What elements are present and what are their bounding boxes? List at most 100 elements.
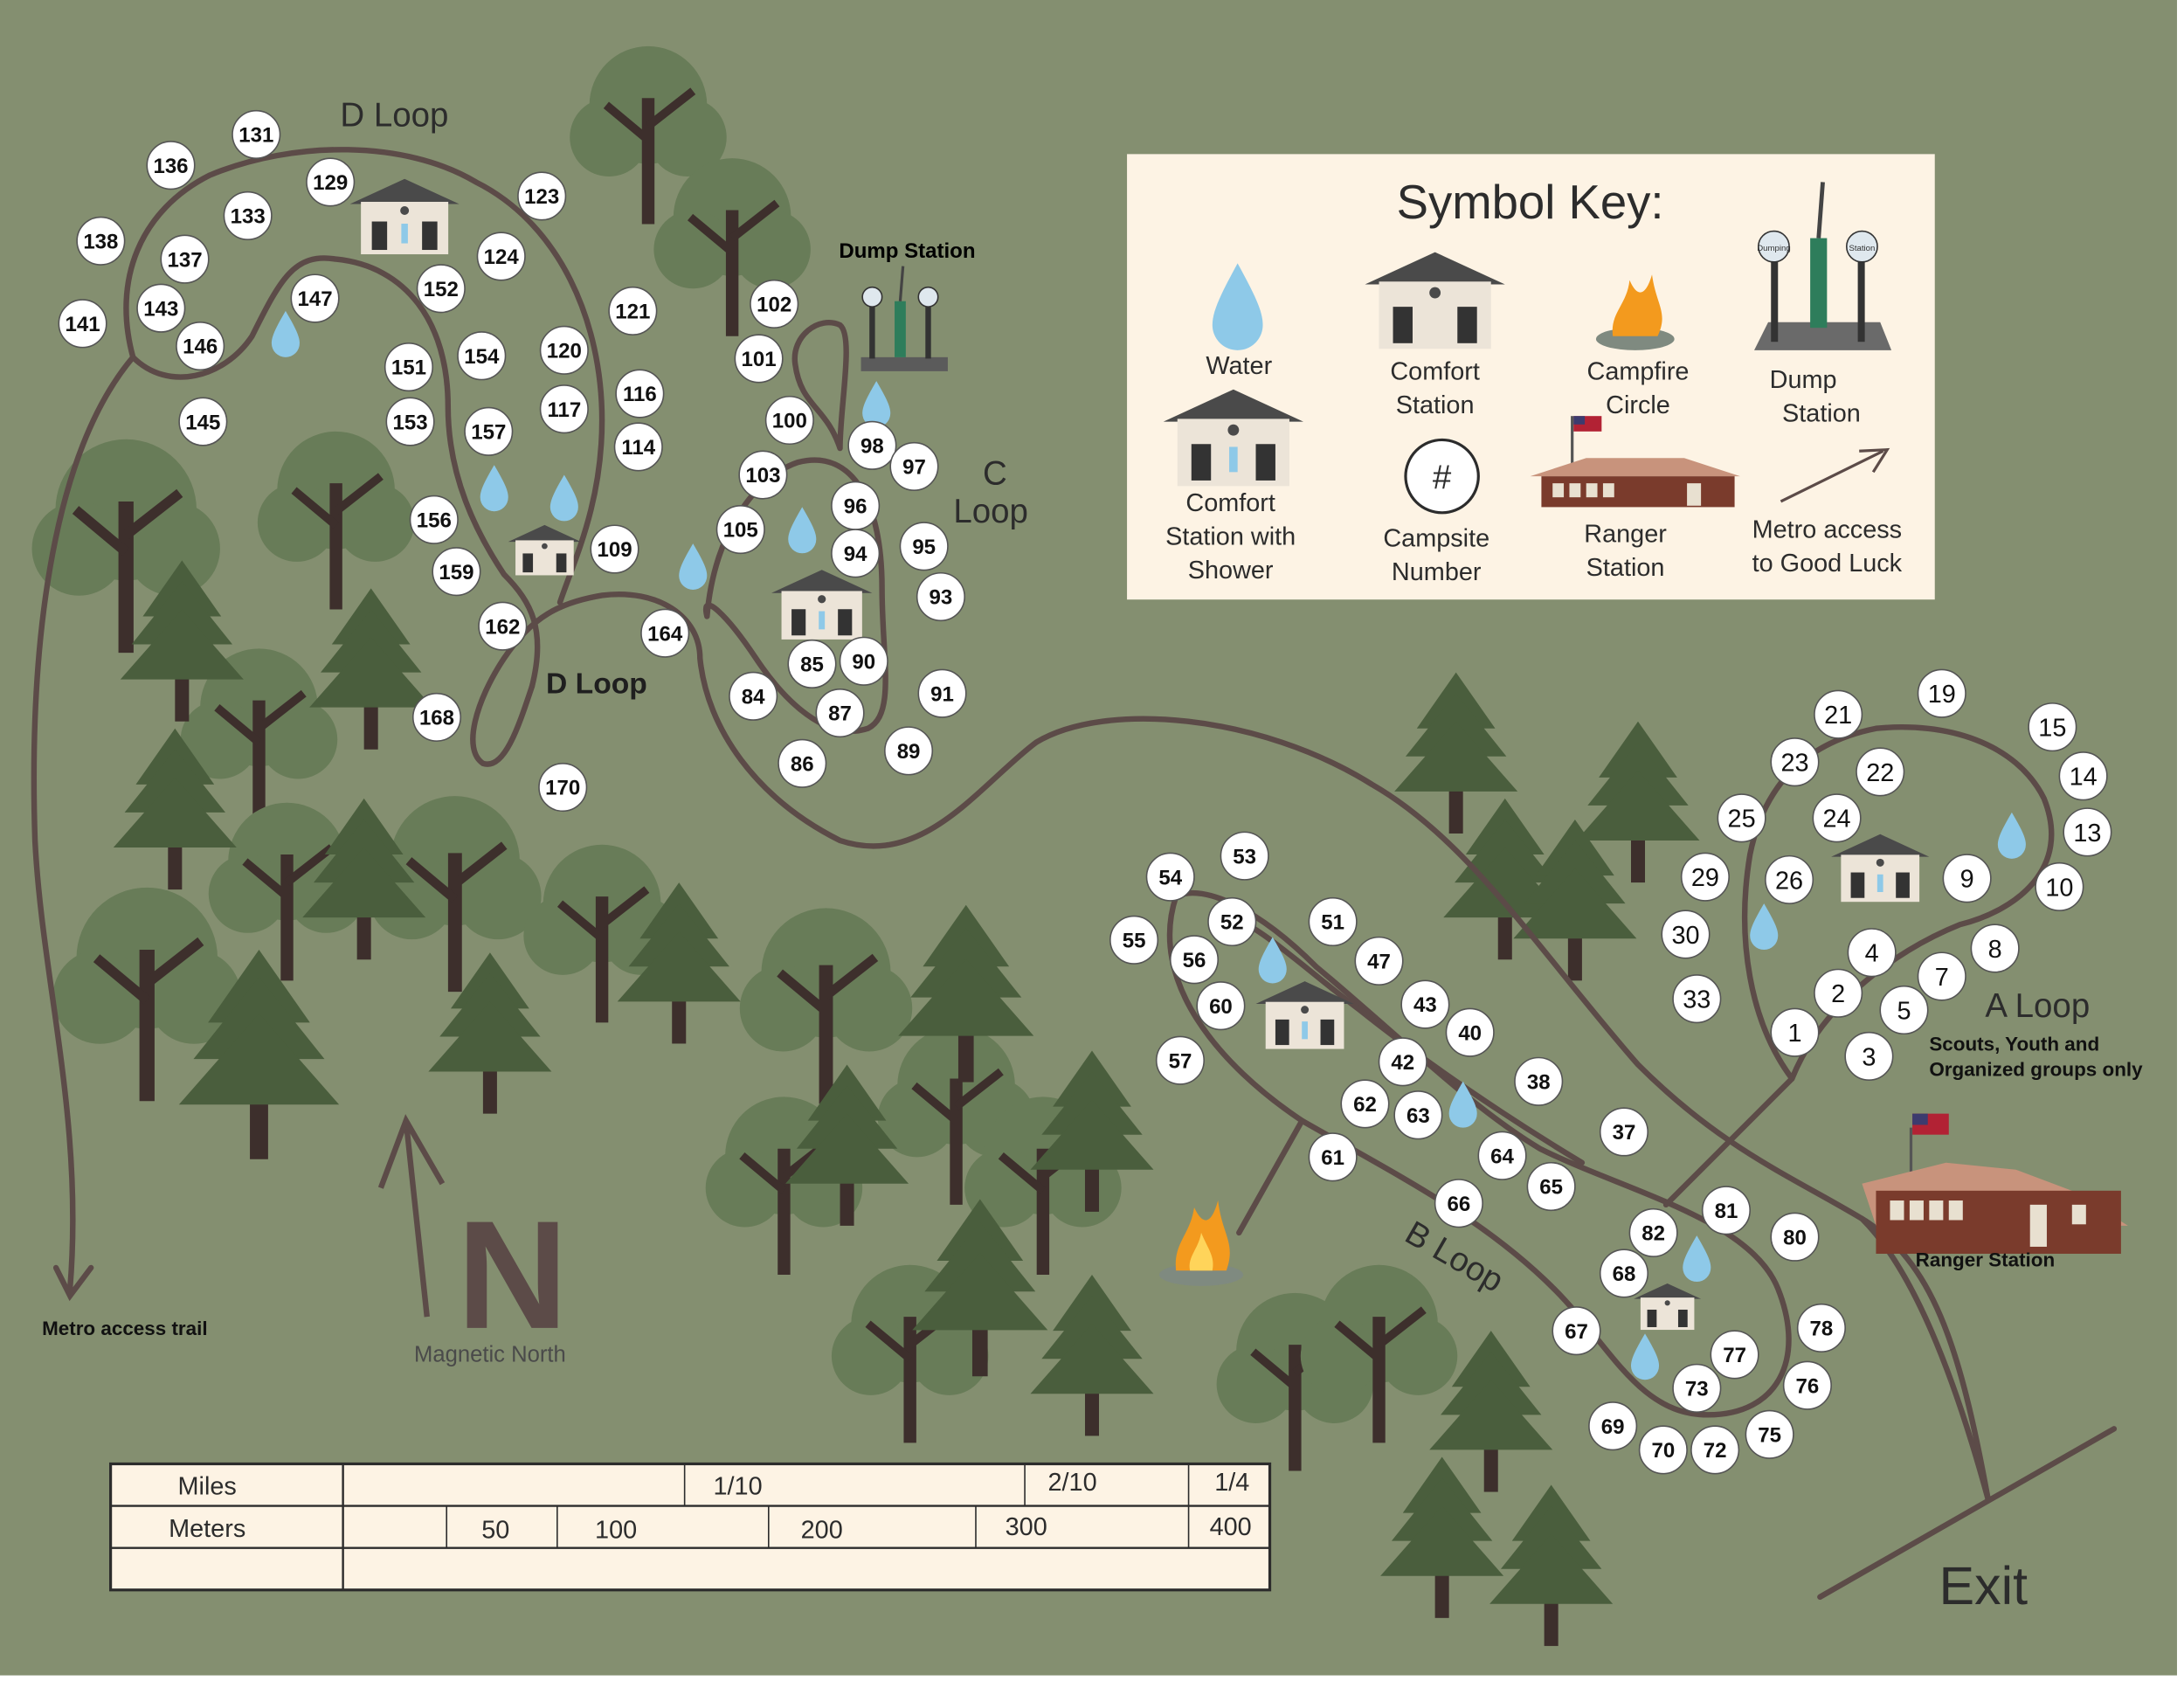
campsite-circle xyxy=(2035,861,2084,911)
ranger-window xyxy=(1929,1200,1944,1221)
water-drop-icon xyxy=(1750,903,1779,951)
campsite-circle xyxy=(640,608,690,658)
campsite-number: 69 xyxy=(1601,1415,1625,1439)
campsite-marker: 53 xyxy=(1220,831,1269,881)
campsite-marker: 3 xyxy=(1844,1031,1894,1081)
key-dump-pump xyxy=(1810,238,1828,329)
north-arrow-line xyxy=(403,1120,430,1318)
campsite-circle xyxy=(884,726,934,776)
campsite-circle xyxy=(734,334,784,384)
symbol-key: Symbol Key: Water Comfort Station Campfi… xyxy=(1127,154,1935,600)
campsite-number: 55 xyxy=(1123,929,1146,952)
ranger-window xyxy=(1948,1200,1963,1221)
campsite-marker: 22 xyxy=(1856,747,1905,797)
campsite-circle xyxy=(136,283,186,333)
campsite-circle xyxy=(1847,928,1897,978)
campsite-marker: 168 xyxy=(411,692,462,742)
key-ranger-line2: Station xyxy=(1586,554,1665,582)
campsite-marker: 37 xyxy=(1599,1107,1649,1157)
campsite-circle xyxy=(1680,852,1730,902)
campsite-number: 29 xyxy=(1691,864,1719,892)
comfort-station-shower-icon xyxy=(1163,389,1303,487)
campsite-marker: 10 xyxy=(2035,861,2084,911)
campsite-marker: 14 xyxy=(2058,751,2108,801)
ranger-window xyxy=(1909,1200,1924,1221)
campsite-marker: 84 xyxy=(729,671,778,721)
campsite-circle xyxy=(1393,1090,1443,1140)
campsite-circle xyxy=(1308,1132,1358,1182)
campsite-circle xyxy=(146,141,196,190)
campsite-circle xyxy=(787,639,837,689)
campsite-marker: 94 xyxy=(831,529,881,578)
campsite-circle xyxy=(457,331,507,381)
key-ranger-window xyxy=(1569,483,1581,498)
d-loop-outer-trail xyxy=(123,147,605,605)
campsite-circle xyxy=(750,279,799,329)
campsite-number: 131 xyxy=(238,124,273,148)
campsite-marker: 5 xyxy=(1879,985,1929,1035)
scale-mile-value: 2/10 xyxy=(1048,1469,1097,1497)
campsite-marker: 62 xyxy=(1340,1079,1390,1129)
key-metro-line1: Metro access xyxy=(1752,516,1902,544)
campsite-number: 90 xyxy=(852,650,875,674)
campsite-marker: 147 xyxy=(290,273,340,323)
campsite-marker: 93 xyxy=(916,571,965,622)
campsite-circle xyxy=(1196,981,1246,1031)
campsite-number: 98 xyxy=(860,435,884,459)
campsite-number: 66 xyxy=(1448,1193,1471,1216)
campsite-number: 81 xyxy=(1715,1200,1738,1223)
campsite-number: 33 xyxy=(1683,986,1711,1014)
campsite-number: 22 xyxy=(1866,759,1894,787)
a-loop-trail xyxy=(1742,724,2055,1082)
key-dump-sign xyxy=(1845,230,1878,263)
campsite-number: 170 xyxy=(545,777,580,800)
campsite-number: 109 xyxy=(597,538,632,562)
key-ranger-line1: Ranger xyxy=(1584,520,1667,548)
campsite-marker: 145 xyxy=(178,397,228,446)
campsite-circle xyxy=(764,395,814,446)
campsite-marker: 90 xyxy=(839,636,888,686)
campsite-marker: 89 xyxy=(884,726,934,776)
dump-station-key-icon: Dumping Station xyxy=(1754,182,1892,350)
campsite-circle xyxy=(1588,1401,1638,1451)
campsite-marker: 98 xyxy=(847,420,897,470)
campsite-number: 76 xyxy=(1796,1374,1820,1398)
campsite-circle xyxy=(2028,702,2077,752)
campsite-number: 151 xyxy=(391,356,426,380)
water-drop-icon xyxy=(1997,812,2026,859)
campsite-number: 68 xyxy=(1613,1263,1636,1286)
campsite-number: 164 xyxy=(647,622,683,646)
campsite-marker: 75 xyxy=(1745,1409,1794,1459)
campsite-number: 168 xyxy=(419,707,454,730)
campsite-marker: 69 xyxy=(1588,1401,1638,1451)
north-letter: N xyxy=(457,1189,568,1361)
key-dump-line2: Station xyxy=(1782,400,1861,428)
campsite-marker: 57 xyxy=(1155,1035,1206,1085)
dump-post-right xyxy=(925,296,931,359)
campsite-marker: 153 xyxy=(385,397,435,446)
campsite-circle xyxy=(1109,915,1159,965)
campsite-circle xyxy=(1717,793,1766,843)
campsite-circle xyxy=(1879,985,1929,1035)
campsite-marker: 60 xyxy=(1196,981,1246,1031)
pine-tree-icon xyxy=(428,952,552,1114)
key-water-label: Water xyxy=(1206,352,1272,380)
campsite-marker: 117 xyxy=(539,384,589,434)
campsite-number: 77 xyxy=(1723,1344,1746,1367)
pine-tree-icon xyxy=(120,560,244,722)
campsite-number: 100 xyxy=(772,410,807,433)
campsite-marker: 146 xyxy=(176,321,225,371)
campsite-circle xyxy=(1526,1161,1576,1212)
campsite-circle xyxy=(432,547,481,597)
campsite-circle xyxy=(613,422,663,472)
campsite-circle xyxy=(1710,1330,1759,1380)
campsite-marker: 43 xyxy=(1400,979,1450,1029)
key-metro-arrow-line xyxy=(1780,449,1884,503)
a-loop-label: A Loop xyxy=(1985,987,2090,1025)
campsite-number: 102 xyxy=(757,294,791,317)
campsite-circle xyxy=(290,273,340,323)
campsite-marker: 67 xyxy=(1552,1306,1601,1356)
campsite-circle xyxy=(738,450,788,500)
pine-tree-icon xyxy=(1576,721,1700,883)
campsite-marker: 63 xyxy=(1393,1090,1443,1140)
